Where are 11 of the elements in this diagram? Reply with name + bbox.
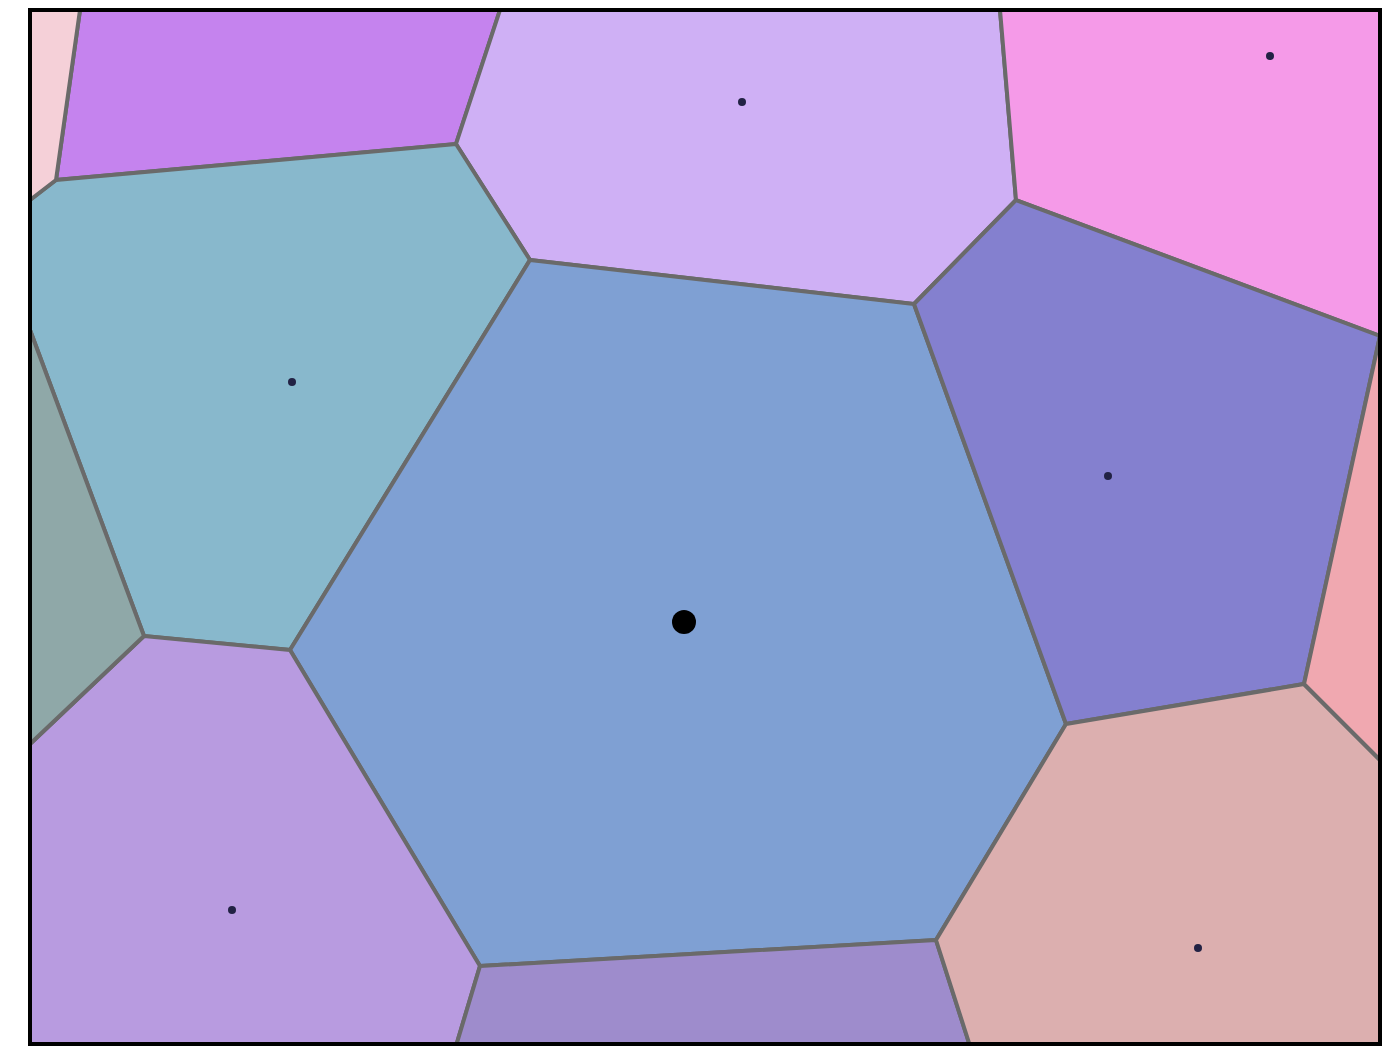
voronoi-cell: [28, 141, 533, 653]
voronoi-cell: [911, 197, 1382, 727]
voronoi-cell: [933, 681, 1382, 1046]
voronoi-cell: [28, 8, 83, 205]
voronoi-cell: [28, 633, 483, 1046]
voronoi-cell: [287, 257, 1069, 969]
voronoi-cell: [1301, 334, 1382, 765]
voronoi-cell: [53, 8, 503, 183]
voronoi-cell: [997, 8, 1382, 339]
voronoi-cell: [453, 8, 1019, 307]
voronoi-cell: [28, 328, 147, 749]
